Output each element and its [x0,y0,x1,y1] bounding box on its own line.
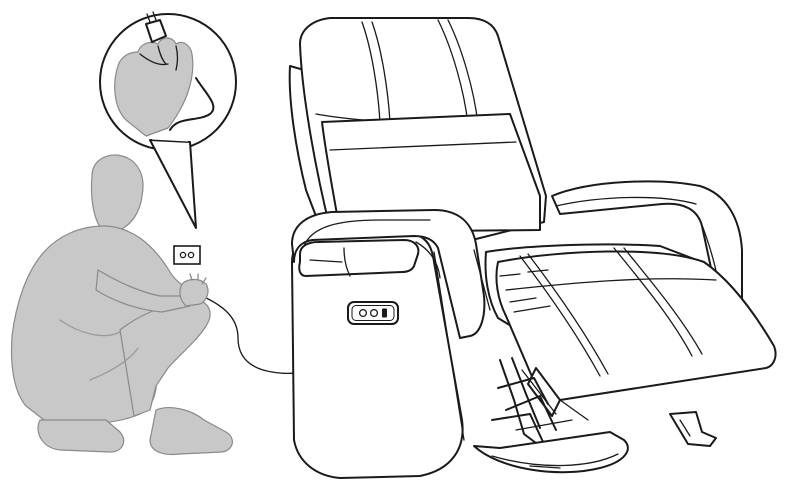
power-cord [202,296,300,374]
person-silhouette [12,155,233,455]
recliner-chair [290,18,776,478]
wall-outlet-icon [174,246,200,264]
power-button-panel-icon [348,302,398,324]
